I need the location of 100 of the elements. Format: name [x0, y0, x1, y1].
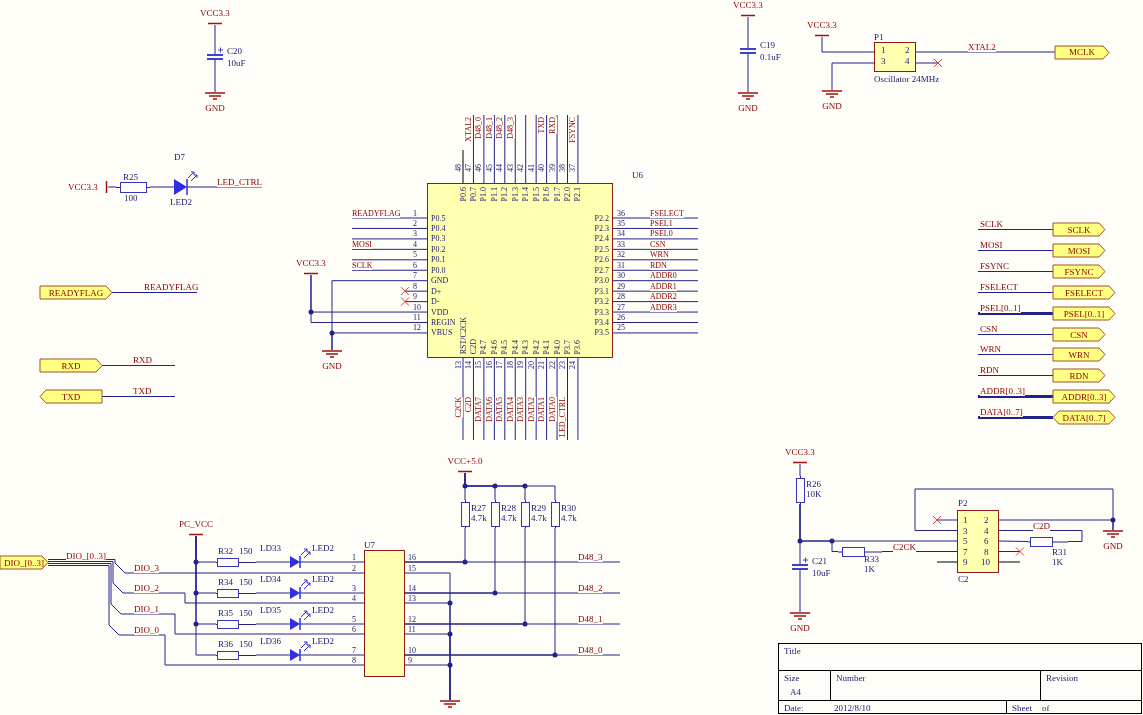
- wire: [351, 259, 428, 261]
- port-name: ADDR[0..3]: [1061, 391, 1107, 402]
- pin-name: P2.2: [594, 213, 609, 223]
- wire: [101, 396, 176, 397]
- pin-number: 19: [516, 361, 526, 369]
- net-label: DATA4: [505, 397, 515, 422]
- title-block-text: Sheet: [1012, 703, 1032, 713]
- reference-designator: C19: [760, 40, 775, 50]
- reference-designator: R36: [218, 639, 233, 649]
- pin-number: 13: [408, 593, 416, 603]
- pin-name: P4.6: [489, 339, 499, 354]
- wire: [799, 579, 801, 613]
- net-label: DATA1: [537, 397, 547, 422]
- wire: [977, 354, 1054, 355]
- pin-name: P4.4: [510, 339, 520, 354]
- pin-name: P2.5: [594, 244, 609, 254]
- net-label: D48_0: [474, 117, 484, 139]
- ic-package: [427, 183, 613, 358]
- port-name: DATA[0..7]: [1062, 412, 1106, 423]
- reference-designator: U6: [632, 170, 643, 180]
- component-value: LED2: [312, 605, 334, 615]
- wire: [335, 623, 365, 625]
- wire: [556, 114, 558, 184]
- pin-name: P1.1: [489, 187, 499, 202]
- pin-number: 1: [413, 208, 417, 218]
- net-label: D48_3: [578, 552, 603, 562]
- ground-net-name: GND: [790, 623, 810, 633]
- reference-designator: R32: [218, 546, 233, 556]
- power-net-name: VCC3.3: [68, 182, 98, 192]
- ground-symbol: [440, 700, 460, 710]
- pin-name: P1.7: [552, 187, 562, 202]
- component-value: 4.7k: [531, 513, 547, 523]
- pin-name: P0.4: [431, 223, 446, 233]
- port-label: [40, 359, 102, 372]
- pin-number: 6: [984, 536, 989, 546]
- pin-name: P0.5: [431, 213, 446, 223]
- pin-number: 5: [963, 536, 968, 546]
- port-label: [40, 390, 102, 403]
- wire: [351, 238, 428, 240]
- pin-name: P1.6: [542, 187, 552, 202]
- wire: [351, 227, 428, 229]
- pin-number: 18: [505, 361, 515, 369]
- pin-name: P0.3: [431, 234, 446, 244]
- pin-number: 43: [505, 164, 515, 172]
- pin-number: 14: [408, 583, 416, 593]
- wire: [47, 561, 365, 604]
- port-label: [1053, 411, 1115, 424]
- net-label: FSELECT: [650, 208, 684, 218]
- wire: [310, 274, 428, 323]
- pin-number: 40: [537, 164, 547, 172]
- pin-number: 24: [568, 361, 578, 369]
- net-label: XTAL2: [968, 42, 996, 52]
- pin-name: P3.2: [594, 297, 609, 307]
- port-name: CSN: [1070, 329, 1088, 340]
- wire: [821, 36, 875, 53]
- wire: [255, 623, 261, 625]
- power-net-name: VCC3.3: [807, 20, 837, 30]
- port-label: [1053, 348, 1105, 361]
- pin-number: 21: [537, 361, 547, 369]
- wire: [525, 114, 527, 184]
- reference-designator: P1: [874, 32, 884, 42]
- power-port-symbol: [68, 180, 108, 194]
- reference-designator: C21: [812, 556, 827, 566]
- net-label: LED_CTRL: [217, 177, 262, 187]
- title-block-text: of: [1042, 703, 1050, 713]
- pin-name: P2.0: [563, 187, 572, 202]
- pin-number: 48: [453, 164, 463, 172]
- pin-number: 42: [516, 164, 526, 172]
- wire: [612, 332, 699, 334]
- wire: [493, 357, 495, 441]
- component-value: 10K: [806, 489, 822, 499]
- port-name: PSEL[0..1]: [1063, 308, 1105, 319]
- reference-designator: LD33: [260, 543, 281, 553]
- net-label: DATA0: [547, 397, 557, 422]
- net-label: CSN: [650, 239, 666, 249]
- wire: [525, 357, 527, 441]
- pin-number: 10: [981, 557, 990, 567]
- pin-name: P0.7: [468, 187, 478, 202]
- net-label: DATA7: [474, 397, 484, 422]
- wire: [214, 69, 216, 93]
- pin-number: 6: [413, 260, 417, 270]
- wire: [47, 563, 365, 635]
- net-label: D48_1: [484, 117, 494, 139]
- pin-name: P3.0: [594, 276, 609, 286]
- wire: [47, 565, 365, 666]
- net-label: PSEL0: [650, 229, 673, 239]
- pin-name: P3.5: [594, 328, 609, 338]
- pin-number: 22: [547, 361, 557, 369]
- wire: [207, 186, 263, 188]
- pin-name: P4.2: [531, 339, 541, 354]
- pin-name: P0.2: [431, 244, 446, 254]
- pin-number: 10: [408, 645, 416, 655]
- net-label: D48_1: [578, 614, 603, 624]
- component-value: 0.1uF: [760, 52, 781, 62]
- pin-name: D-: [431, 297, 440, 307]
- net-label: DATA2: [526, 397, 536, 422]
- component-value: 150: [239, 639, 253, 649]
- pin-number: 9: [963, 557, 968, 567]
- net-label: FSYNC: [568, 117, 578, 143]
- wire: [612, 322, 699, 323]
